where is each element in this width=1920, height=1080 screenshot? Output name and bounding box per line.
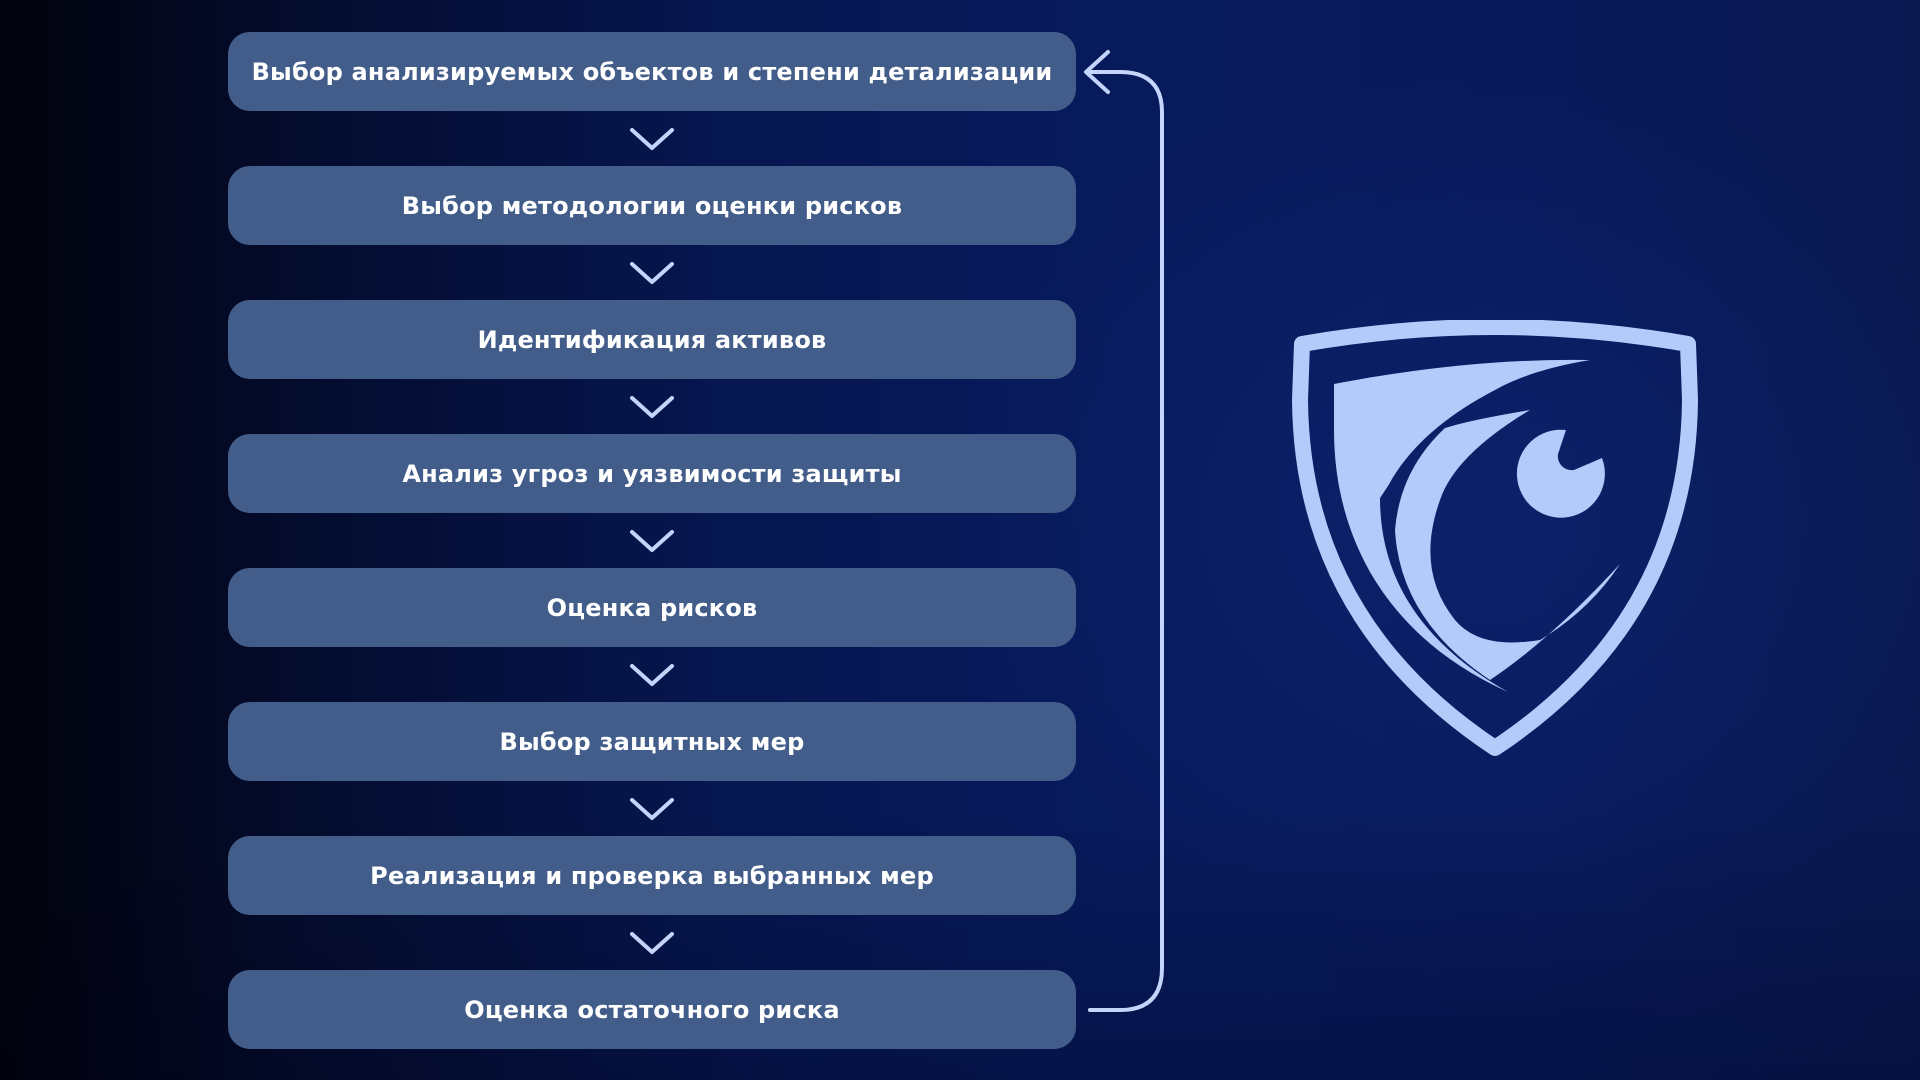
step-5-label: Оценка рисков <box>546 593 758 622</box>
step-5-box: Оценка рисков <box>228 568 1076 647</box>
step-6-label: Выбор защитных мер <box>499 727 805 756</box>
step-8-box: Оценка остаточного риска <box>228 970 1076 1049</box>
chevron-down-icon <box>630 262 674 284</box>
feedback-loop-arrow <box>1084 50 1164 1012</box>
step-8-label: Оценка остаточного риска <box>464 995 840 1024</box>
step-7-label: Реализация и проверка выбранных мер <box>370 861 934 890</box>
chevron-down-icon <box>630 530 674 552</box>
step-4-box: Анализ угроз и уязвимости защиты <box>228 434 1076 513</box>
step-2-box: Выбор методологии оценки рисков <box>228 166 1076 245</box>
step-1-box: Выбор анализируемых объектов и степени д… <box>228 32 1076 111</box>
step-3-box: Идентификация активов <box>228 300 1076 379</box>
chevron-down-icon <box>630 128 674 150</box>
step-6-box: Выбор защитных мер <box>228 702 1076 781</box>
step-7-box: Реализация и проверка выбранных мер <box>228 836 1076 915</box>
chevron-down-icon <box>630 932 674 954</box>
chevron-down-icon <box>630 664 674 686</box>
step-2-label: Выбор методологии оценки рисков <box>401 191 903 220</box>
chevron-down-icon <box>630 396 674 418</box>
chevron-down-icon <box>630 798 674 820</box>
step-4-label: Анализ угроз и уязвимости защиты <box>402 459 902 488</box>
step-1-label: Выбор анализируемых объектов и степени д… <box>251 57 1053 86</box>
step-3-label: Идентификация активов <box>477 325 827 354</box>
shield-eye-logo <box>1292 320 1698 756</box>
